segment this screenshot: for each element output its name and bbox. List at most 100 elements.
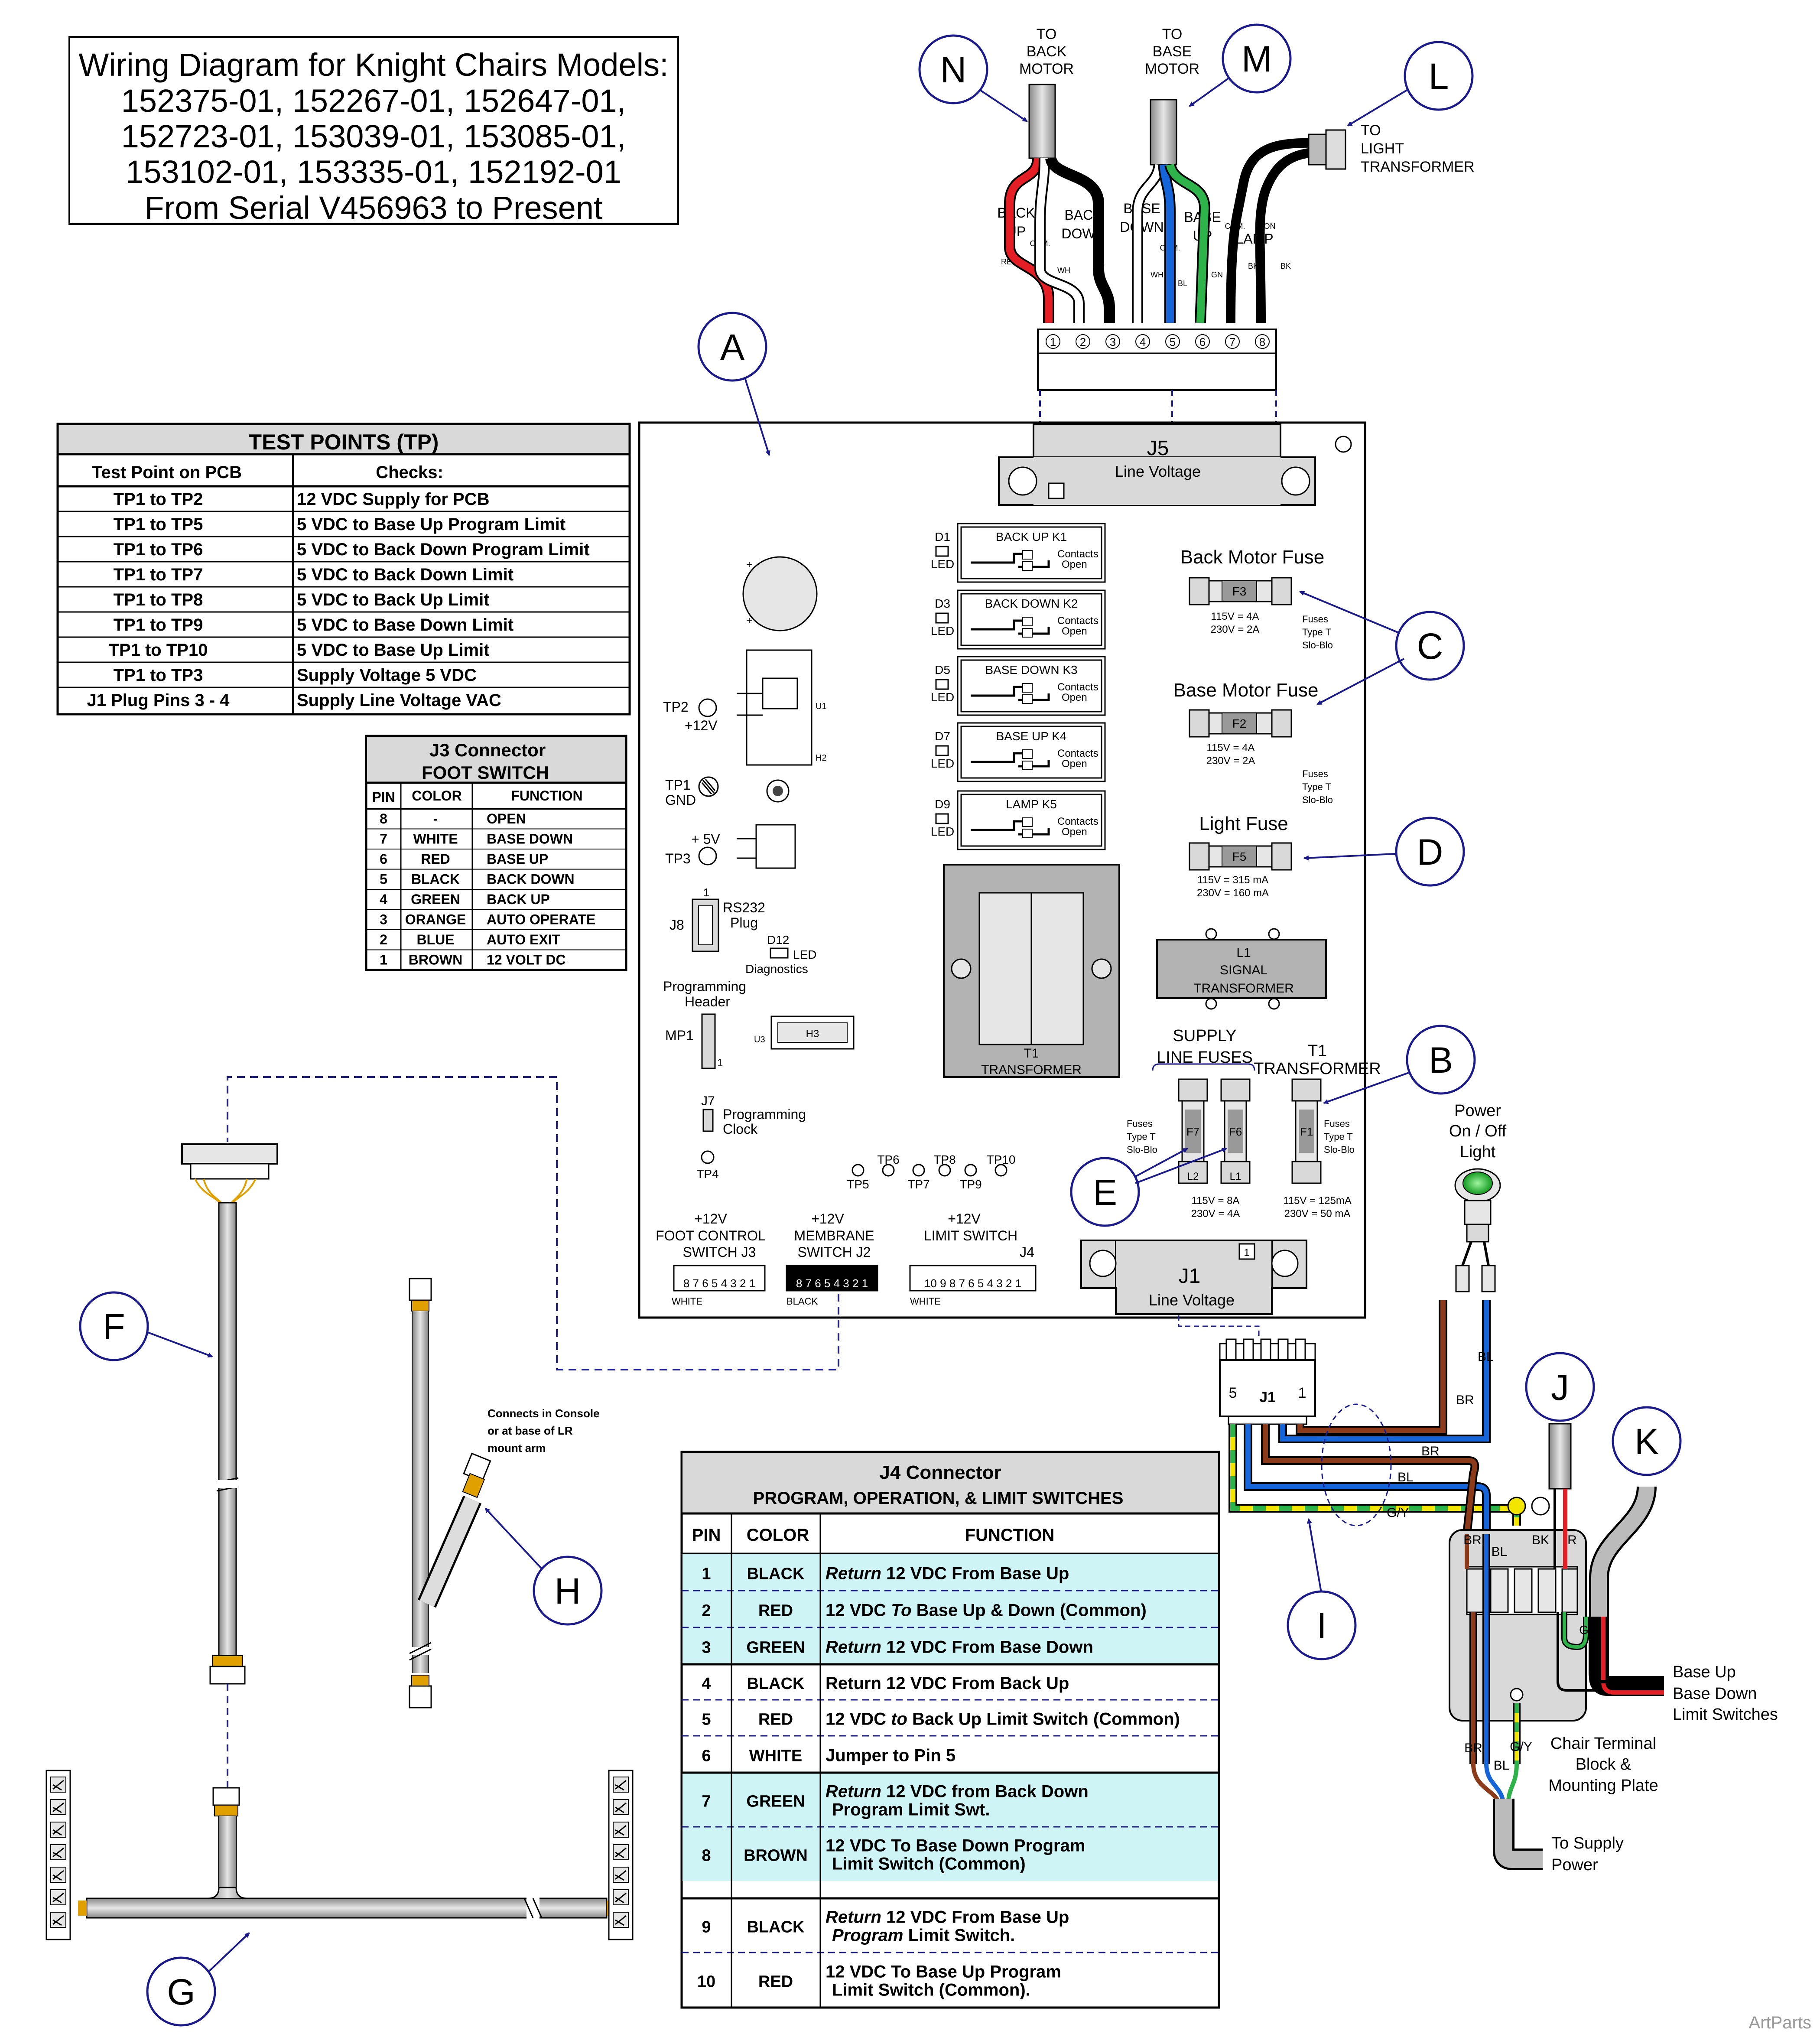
relay-name: BACK UP K1 bbox=[996, 530, 1067, 543]
callout-letter: I bbox=[1316, 1605, 1326, 1646]
test-point-tp7 bbox=[912, 1164, 925, 1177]
relay-open: Open bbox=[1062, 826, 1087, 838]
svg-text:Clock: Clock bbox=[723, 1121, 758, 1137]
title-line-4: 153102-01, 153335-01, 152192-01 bbox=[126, 154, 621, 190]
svg-text:+: + bbox=[746, 615, 752, 627]
j3-pin: 1 bbox=[380, 952, 387, 968]
relay-diode: D1 bbox=[935, 530, 950, 543]
fuse-f5: F5 bbox=[1189, 842, 1292, 871]
svg-text:230V = 160 mA: 230V = 160 mA bbox=[1197, 887, 1269, 899]
test-point-check: 5 VDC to Back Down Program Limit bbox=[297, 540, 590, 559]
svg-text:L2: L2 bbox=[1187, 1171, 1199, 1182]
terminal-pin: 2 bbox=[1080, 335, 1086, 348]
j3-function: AUTO OPERATE bbox=[487, 912, 595, 928]
relay-open: Open bbox=[1062, 692, 1087, 703]
relay-contacts: Contacts bbox=[1057, 615, 1098, 627]
wire-code: WH bbox=[1150, 270, 1164, 279]
svg-text:115V = 125mA: 115V = 125mA bbox=[1283, 1195, 1352, 1207]
j1-label: J1 bbox=[1179, 1265, 1201, 1288]
svg-text:L1: L1 bbox=[1230, 1171, 1242, 1182]
j3-head-color: COLOR bbox=[412, 788, 462, 804]
svg-text:SWITCH J3: SWITCH J3 bbox=[683, 1244, 756, 1260]
relay-led: LED bbox=[931, 757, 954, 770]
svg-text:Fuses: Fuses bbox=[1324, 1118, 1350, 1129]
title-line-2: 152375-01, 152267-01, 152647-01, bbox=[121, 83, 626, 119]
terminal-pin: 7 bbox=[1229, 335, 1235, 348]
svg-text:Power: Power bbox=[1551, 1856, 1598, 1874]
to-back-motor: MOTOR bbox=[1019, 61, 1074, 77]
test-point-pair: TP1 to TP5 bbox=[114, 515, 203, 534]
j4-color: GREEN bbox=[746, 1793, 805, 1811]
j4-pin: 3 bbox=[702, 1639, 711, 1657]
relay-contacts: Contacts bbox=[1057, 548, 1098, 560]
svg-text:Limit Switches: Limit Switches bbox=[1673, 1705, 1778, 1724]
svg-text:TRANSFORMER: TRANSFORMER bbox=[1193, 981, 1294, 996]
svg-text:J7: J7 bbox=[701, 1094, 715, 1108]
callout-letter: G bbox=[167, 1972, 195, 2012]
relay-contacts: Contacts bbox=[1057, 748, 1098, 759]
callout-letter: L bbox=[1429, 56, 1449, 97]
svg-text:Fuses: Fuses bbox=[1302, 614, 1328, 625]
j4-pin: 2 bbox=[702, 1602, 711, 1620]
svg-text:5: 5 bbox=[1229, 1385, 1237, 1401]
callout-a: A bbox=[697, 312, 767, 382]
svg-text:115V = 8A: 115V = 8A bbox=[1192, 1195, 1240, 1207]
relay-contacts: Contacts bbox=[1057, 681, 1098, 693]
j4-function: 12 VDC to Back Up Limit Switch (Common) bbox=[826, 1710, 1180, 1729]
j4-function: Return 12 VDC From Base Down bbox=[826, 1638, 1093, 1657]
svg-text:Programming: Programming bbox=[663, 979, 746, 994]
terminal-pin: 4 bbox=[1140, 335, 1146, 348]
callout-letter: H bbox=[555, 1571, 581, 1611]
on-label: ON bbox=[1264, 222, 1276, 231]
svg-text:230V = 2A: 230V = 2A bbox=[1211, 624, 1260, 635]
svg-text:230V = 2A: 230V = 2A bbox=[1206, 755, 1255, 767]
j5-sub: Line Voltage bbox=[1115, 462, 1201, 480]
svg-text:1: 1 bbox=[717, 1057, 723, 1069]
svg-text:Fuses: Fuses bbox=[1127, 1118, 1153, 1129]
test-point-check: Supply Voltage 5 VDC bbox=[297, 666, 477, 685]
relay-diode: D9 bbox=[935, 797, 950, 811]
j4-title2: PROGRAM, OPERATION, & LIMIT SWITCHES bbox=[753, 1489, 1124, 1508]
svg-text:WHITE: WHITE bbox=[910, 1296, 941, 1307]
svg-text:BR: BR bbox=[1463, 1533, 1482, 1547]
svg-text:G: G bbox=[1579, 1623, 1589, 1637]
svg-text:1: 1 bbox=[1298, 1385, 1306, 1401]
j4-pin: 5 bbox=[702, 1711, 711, 1729]
j3-connector-table: J3 Connector FOOT SWITCH PIN COLOR FUNCT… bbox=[365, 735, 627, 971]
svg-text:230V = 50 mA: 230V = 50 mA bbox=[1284, 1208, 1351, 1220]
j3-pin: 8 bbox=[380, 811, 387, 827]
callout-letter: J bbox=[1551, 1367, 1569, 1408]
relay-name: BASE DOWN K3 bbox=[985, 663, 1077, 677]
svg-text:or at base of LR: or at base of LR bbox=[488, 1424, 573, 1437]
to-light-transformer: TRANSFORMER bbox=[1361, 159, 1475, 175]
j4-function-line2: Program Limit Swt. bbox=[832, 1800, 990, 1819]
j3-function: BACK UP bbox=[487, 892, 550, 907]
j4-title1: J4 Connector bbox=[879, 1462, 1001, 1483]
svg-text:On / Off: On / Off bbox=[1449, 1122, 1507, 1140]
j4-function-line2: Limit Switch (Common) bbox=[832, 1855, 1026, 1874]
base-motor-fuse-label: Base Motor Fuse bbox=[1173, 680, 1318, 701]
svg-text:G/Y: G/Y bbox=[1510, 1740, 1532, 1754]
j3-color: WHITE bbox=[413, 831, 458, 847]
title-line-3: 152723-01, 153039-01, 153085-01, bbox=[121, 118, 626, 154]
j3-pin: 2 bbox=[380, 932, 387, 947]
svg-text:F3: F3 bbox=[1232, 585, 1247, 598]
svg-text:+12V: +12V bbox=[948, 1211, 981, 1227]
svg-text:Base Down: Base Down bbox=[1673, 1685, 1757, 1703]
test-point-label: TP7 bbox=[907, 1178, 930, 1191]
j3-color: GREEN bbox=[411, 892, 460, 907]
j4-color: BLACK bbox=[747, 1918, 805, 1936]
test-points-table: TEST POINTS (TP) Test Point on PCB Check… bbox=[56, 423, 631, 716]
j4-pin: 4 bbox=[702, 1675, 711, 1693]
svg-text:MP1: MP1 bbox=[665, 1028, 694, 1043]
test-point-pair: TP1 to TP6 bbox=[114, 540, 203, 559]
svg-text:Slo-Blo: Slo-Blo bbox=[1127, 1144, 1157, 1155]
callout-e: E bbox=[1070, 1157, 1140, 1227]
terminal-pin: 6 bbox=[1199, 335, 1206, 348]
test-point-pair: TP1 to TP9 bbox=[114, 615, 203, 635]
j4-color: RED bbox=[758, 1973, 793, 1991]
svg-text:BLACK: BLACK bbox=[786, 1296, 818, 1307]
svg-text:8 7 6 5 4 3 2 1: 8 7 6 5 4 3 2 1 bbox=[683, 1277, 755, 1290]
svg-text:L1: L1 bbox=[1236, 946, 1251, 960]
